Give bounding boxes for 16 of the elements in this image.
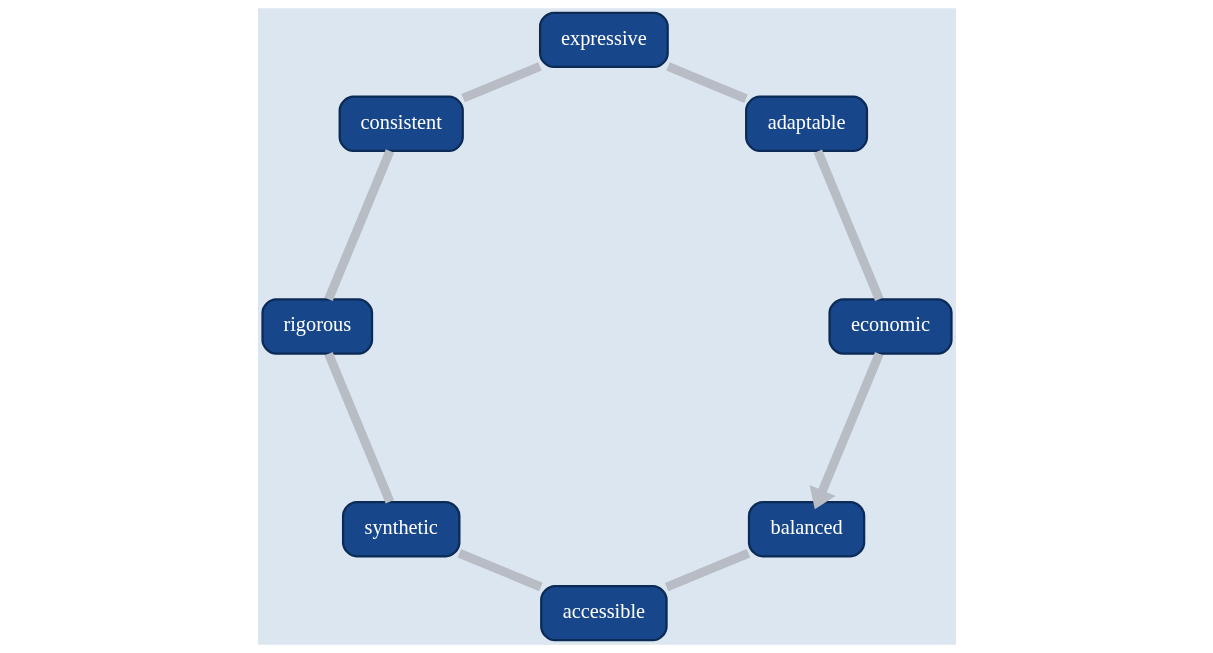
- connector: [664, 549, 750, 592]
- node-box: accessible: [539, 584, 668, 642]
- node-box: economic: [827, 298, 953, 355]
- connector: [665, 62, 748, 103]
- connector: [460, 62, 542, 103]
- node-box: expressive: [538, 11, 669, 69]
- node-box: adaptable: [744, 95, 868, 153]
- connector: [457, 549, 543, 592]
- node-box: consistent: [338, 95, 464, 153]
- connector: [323, 149, 394, 301]
- node-box: rigorous: [260, 298, 373, 355]
- arrow: [808, 352, 883, 510]
- node-box: balanced: [747, 500, 865, 558]
- connector: [323, 352, 394, 504]
- node-box: synthetic: [341, 500, 460, 558]
- connector: [813, 149, 883, 301]
